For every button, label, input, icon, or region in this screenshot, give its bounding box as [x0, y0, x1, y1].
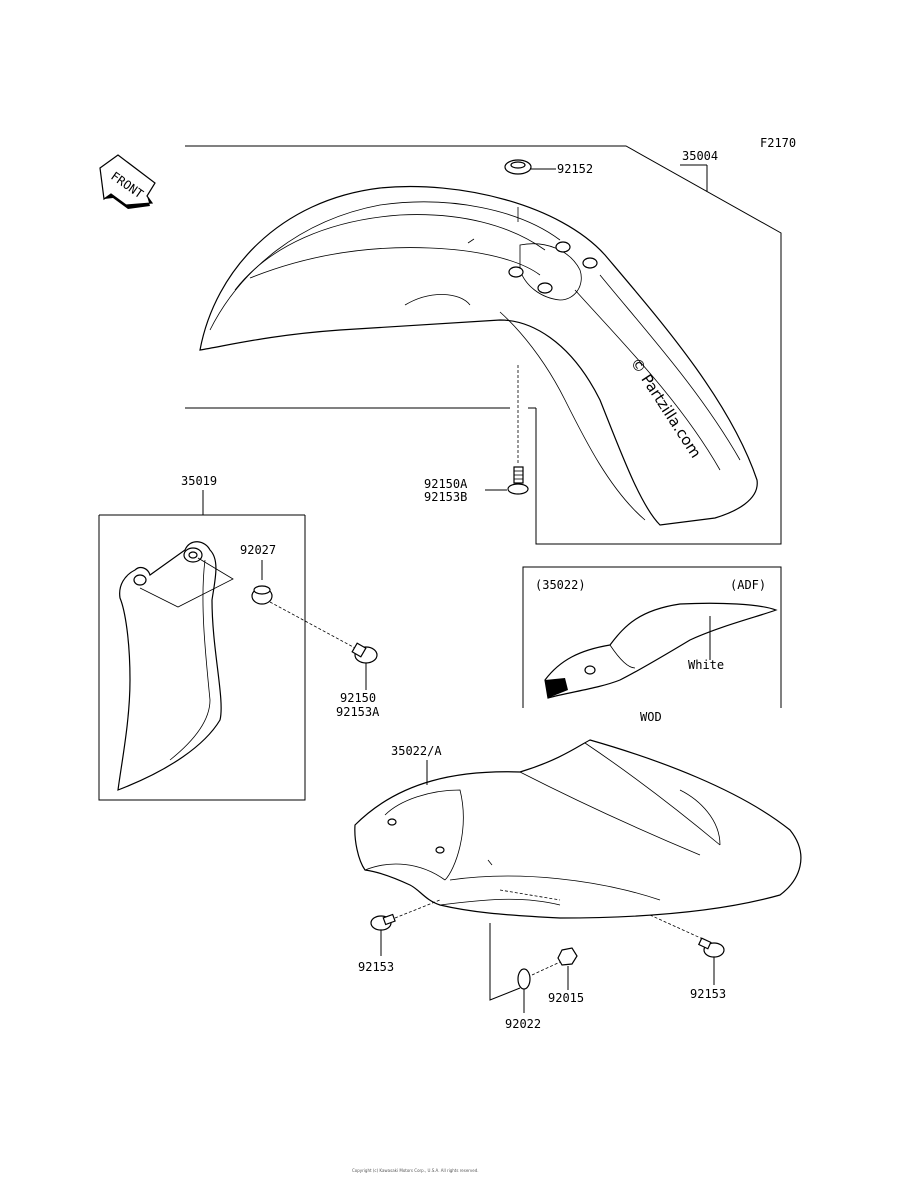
bolt-92150 — [269, 601, 378, 690]
label-92022: 92022 — [505, 1017, 541, 1031]
label-92015: 92015 — [548, 991, 584, 1005]
label-35022a: 35022/A — [391, 744, 442, 758]
label-92152: 92152 — [557, 162, 593, 176]
rear-fender-adf — [544, 602, 778, 699]
label-35022: (35022) — [535, 578, 586, 592]
label-92153b: 92153B — [424, 490, 467, 504]
copyright-text: Copyright (c) Kawasaki Motors Corp., U.S… — [352, 1168, 479, 1173]
label-92027: 92027 — [240, 543, 276, 557]
label-92153-left: 92153 — [358, 960, 394, 974]
label-92153-right: 92153 — [690, 987, 726, 1001]
label-92153a: 92153A — [336, 705, 380, 719]
bolt-92153-left — [370, 913, 396, 956]
mud-flap-35019 — [117, 541, 234, 791]
nut-92015 — [531, 947, 578, 990]
bolt-92150a — [485, 365, 529, 495]
grommet-92152 — [504, 159, 556, 175]
label-adf: (ADF) — [730, 578, 766, 592]
washer-92022 — [489, 923, 531, 1013]
label-35019: 35019 — [181, 474, 217, 488]
flap-frame — [98, 490, 306, 801]
label-white: White — [688, 658, 724, 672]
front-fender-35004 — [199, 185, 758, 526]
label-wod: WOD — [640, 710, 662, 724]
label-92150a: 92150A — [424, 477, 468, 491]
bolt-92153-right — [697, 937, 725, 985]
figure-code: F2170 — [760, 136, 796, 150]
front-fender-frame — [185, 145, 782, 545]
adf-frame — [522, 566, 782, 708]
collar-92027 — [251, 560, 273, 605]
label-35004: 35004 — [682, 149, 718, 163]
rear-fender-35022a — [354, 739, 802, 941]
front-arrow-icon: FRONT — [99, 154, 156, 209]
label-92150: 92150 — [340, 691, 376, 705]
